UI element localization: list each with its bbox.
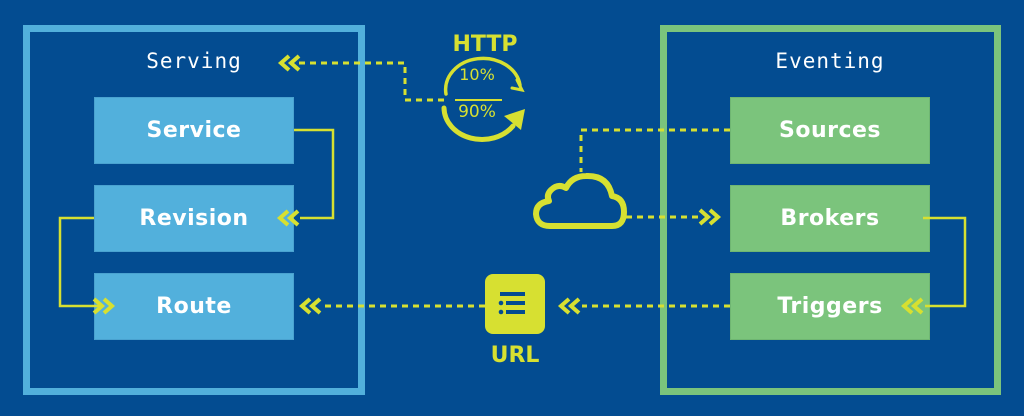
chevron-right-icon (698, 208, 722, 226)
triggers-box: Triggers (730, 273, 930, 340)
cloud-icon (533, 172, 627, 229)
brokers-box: Brokers (730, 185, 930, 252)
revision-to-route-connector (58, 216, 100, 308)
http-split-bottom: 90% (458, 102, 496, 122)
serving-title: Serving (146, 49, 242, 73)
eventing-group (660, 25, 1001, 395)
chevron-right-icon (92, 297, 116, 315)
chevron-left-icon (276, 209, 300, 227)
chevron-left-icon (557, 297, 581, 315)
chevron-left-icon (900, 297, 924, 315)
route-box: Route (94, 273, 294, 340)
http-to-serving-connector (298, 61, 444, 102)
traffic-split-icon (441, 56, 525, 142)
chevron-left-icon (298, 297, 322, 315)
serving-group (23, 25, 365, 395)
traffic-split-arrowhead (504, 109, 525, 130)
list-icon-lines (498, 292, 525, 315)
brokers-to-triggers-connector (923, 216, 967, 308)
chevron-left-icon (277, 54, 301, 72)
eventing-title: Eventing (775, 49, 885, 73)
url-label: URL (490, 343, 540, 368)
service-to-revision-connector (294, 128, 335, 220)
revision-box: Revision (94, 185, 294, 252)
service-box: Service (94, 97, 294, 164)
http-split-top: 10% (459, 65, 495, 84)
http-label: HTTP (452, 32, 518, 57)
sources-box: Sources (730, 97, 930, 164)
sources-to-cloud-connector (579, 128, 730, 172)
